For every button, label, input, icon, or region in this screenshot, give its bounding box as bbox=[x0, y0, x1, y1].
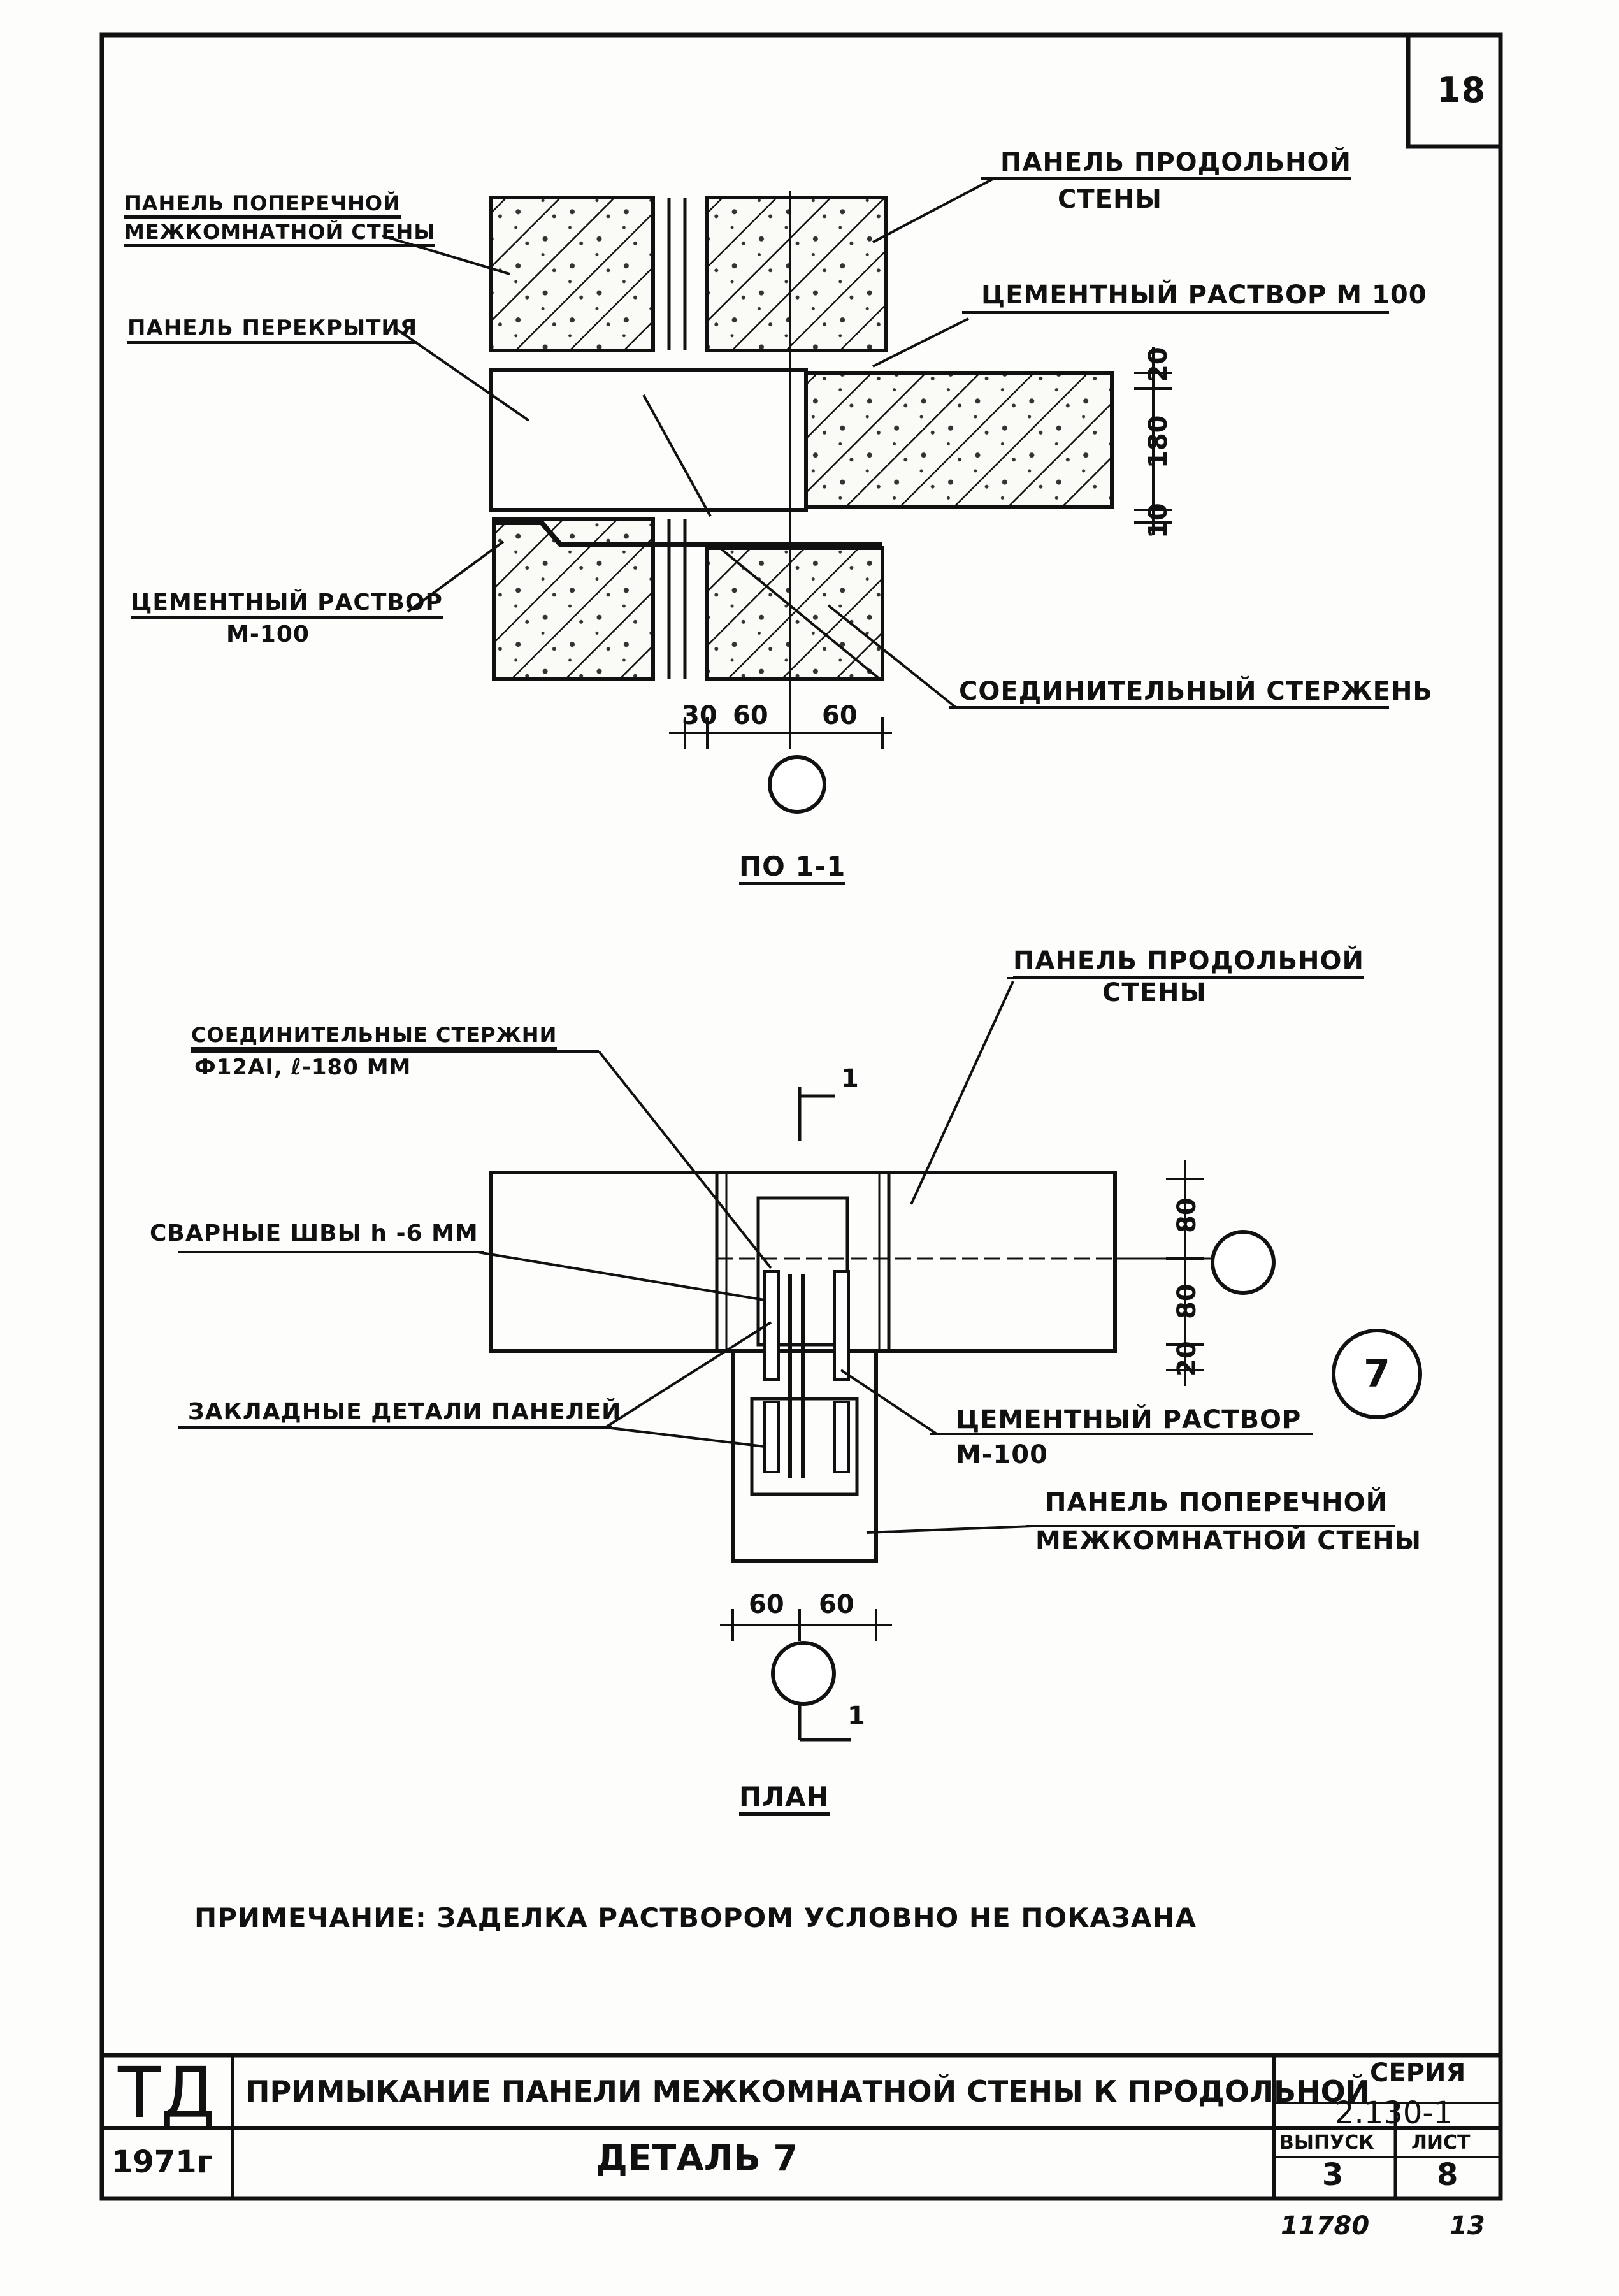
label-longitudinal-panel-line1: ПАНЕЛЬ ПРОДОЛЬНОЙ bbox=[1000, 148, 1351, 177]
section-dim-h-30: 30 bbox=[682, 701, 717, 730]
plan-label-longitudinal-line1: ПАНЕЛЬ ПРОДОЛЬНОЙ bbox=[1013, 946, 1364, 979]
section-dim-h-60b: 60 bbox=[822, 701, 858, 730]
label-mortar-left-line2: М-100 bbox=[226, 621, 310, 647]
axis-marker-section bbox=[768, 755, 826, 814]
section-dim-h-60a: 60 bbox=[733, 701, 768, 730]
label-longitudinal-panel-line2: СТЕНЫ bbox=[1058, 185, 1162, 214]
label-floor-panel: ПАНЕЛЬ ПЕРЕКРЫТИЯ bbox=[127, 315, 418, 344]
right-slab bbox=[804, 371, 1114, 509]
detail-marker-number: 7 bbox=[1364, 1352, 1390, 1396]
plan-dim-v-20: 20 bbox=[1172, 1341, 1202, 1376]
drawing-note: ПРИМЕЧАНИЕ: ЗАДЕЛКА РАСТВОРОМ УСЛОВНО НЕ… bbox=[194, 1902, 1197, 1933]
label-transverse-panel-line2: МЕЖКОМНАТНОЙ СТЕНЫ bbox=[124, 220, 436, 247]
floor-slab bbox=[489, 368, 808, 512]
plan-label-transverse-line1: ПАНЕЛЬ ПОПЕРЕЧНОЙ bbox=[1045, 1488, 1388, 1517]
plan-dim-v-80b: 80 bbox=[1172, 1283, 1202, 1319]
sheet-number: 18 bbox=[1437, 70, 1486, 110]
stamp-left: 11780 bbox=[1281, 2211, 1370, 2241]
plan-dim-h-60b: 60 bbox=[819, 1590, 854, 1619]
section-mark-bottom: 1 bbox=[847, 1701, 866, 1731]
plan-label-embedded: ЗАКЛАДНЫЕ ДЕТАЛИ ПАНЕЛЕЙ bbox=[188, 1399, 622, 1425]
sheet-frame bbox=[99, 32, 1503, 2201]
stamp-right: 13 bbox=[1450, 2211, 1485, 2241]
title-block-year: 1971г bbox=[112, 2144, 213, 2180]
section-1-1 bbox=[382, 177, 1389, 749]
plan-view bbox=[178, 977, 1395, 1742]
title-block-lines bbox=[102, 2053, 1500, 2199]
label-mortar-top: ЦЕМЕНТНЫЙ РАСТВОР М 100 bbox=[981, 280, 1427, 310]
title-block-series-value: 2.130-1 bbox=[1335, 2095, 1453, 2131]
plan-label-transverse-line2: МЕЖКОМНАТНОЙ СТЕНЫ bbox=[1035, 1526, 1422, 1556]
label-mortar-left-line1: ЦЕМЕНТНЫЙ РАСТВОР bbox=[131, 589, 443, 619]
title-block-subtitle: ДЕТАЛЬ 7 bbox=[596, 2138, 798, 2179]
caption-section-1-1: ПО 1-1 bbox=[739, 851, 846, 885]
plan-label-rods-line1: СОЕДИНИТЕЛЬНЫЕ СТЕРЖНИ bbox=[191, 1023, 558, 1050]
title-block-issue-label: ВЫПУСК bbox=[1279, 2132, 1374, 2154]
plan-label-mortar-line2: М-100 bbox=[956, 1440, 1048, 1469]
title-block-series-label: СЕРИЯ bbox=[1370, 2058, 1466, 2088]
label-connecting-rod: СОЕДИНИТЕЛЬНЫЙ СТЕРЖЕНЬ bbox=[959, 677, 1433, 706]
upper-transverse-panel bbox=[489, 196, 655, 352]
section-dim-v-10: 10 bbox=[1144, 503, 1173, 538]
title-block-sheet-label: ЛИСТ bbox=[1411, 2132, 1471, 2154]
title-block-logo: ТД bbox=[118, 2052, 216, 2134]
section-mark-top: 1 bbox=[841, 1064, 860, 1094]
upper-longitudinal-panel bbox=[705, 196, 888, 352]
connecting-rod-right bbox=[833, 1270, 850, 1381]
plan-label-mortar-line1: ЦЕМЕНТНЫЙ РАСТВОР bbox=[956, 1405, 1302, 1434]
title-block-sheet-value: 8 bbox=[1437, 2157, 1458, 2193]
plan-label-welds: СВАРНЫЕ ШВЫ h -6 ММ bbox=[150, 1220, 479, 1246]
title-block-title: ПРИМЫКАНИЕ ПАНЕЛИ МЕЖКОМНАТНОЙ СТЕНЫ К П… bbox=[245, 2074, 1371, 2109]
section-dim-v-20: 20 bbox=[1144, 347, 1173, 382]
plan-label-longitudinal-line2: СТЕНЫ bbox=[1102, 978, 1207, 1007]
axis-marker-plan-right bbox=[1211, 1230, 1276, 1295]
label-transverse-panel-line1: ПАНЕЛЬ ПОПЕРЕЧНОЙ bbox=[124, 191, 401, 219]
sheet-number-box bbox=[1406, 32, 1503, 149]
detail-marker-circle: 7 bbox=[1332, 1329, 1422, 1419]
caption-plan: ПЛАН bbox=[739, 1781, 830, 1816]
title-block-issue-value: 3 bbox=[1322, 2157, 1344, 2193]
plan-dim-v-80a: 80 bbox=[1172, 1197, 1202, 1233]
plan-dim-h-60a: 60 bbox=[749, 1590, 784, 1619]
axis-marker-plan-bottom bbox=[771, 1641, 836, 1706]
plan-label-rods-line2: Ф12АI, ℓ-180 ММ bbox=[194, 1055, 412, 1080]
section-dim-v-180: 180 bbox=[1144, 415, 1173, 469]
